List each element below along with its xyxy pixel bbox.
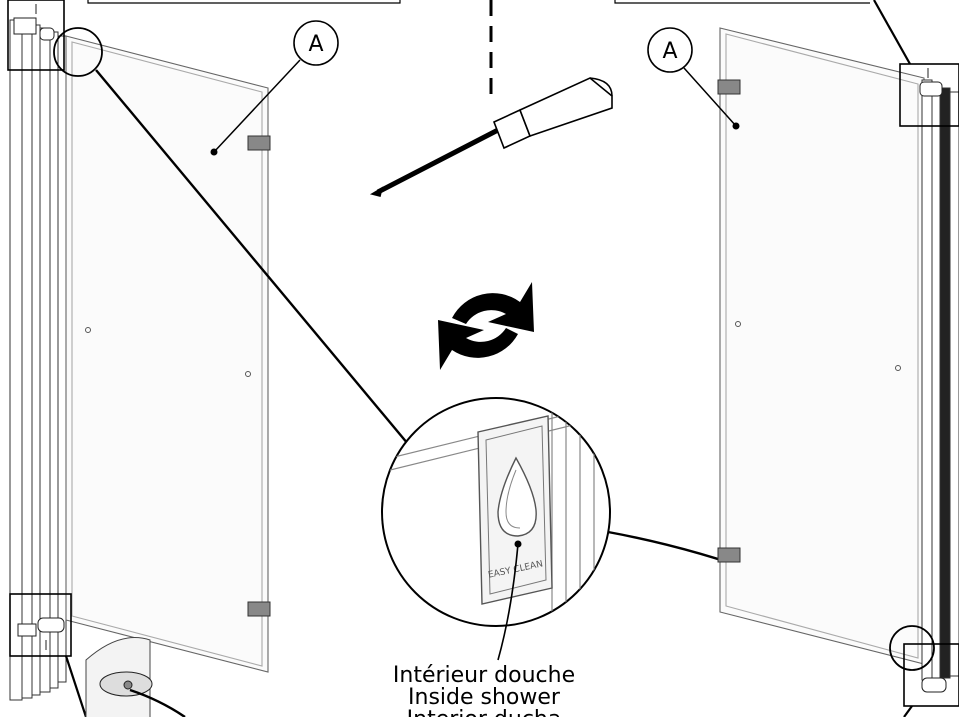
screwdriver-icon [369, 77, 613, 197]
right-wall-profile [921, 79, 959, 681]
left-corner-circle [53, 27, 103, 77]
left-screw-hole [85, 327, 91, 333]
left-panel-label: A [210, 20, 339, 156]
caption-fr: Intérieur douche [393, 663, 575, 688]
right-upper-clip [717, 79, 741, 95]
left-lower-clip [247, 601, 271, 617]
left-screw-hole [245, 371, 251, 377]
easy-clean-badge: EASY CLEAN [477, 415, 553, 605]
right-top-detail-box [899, 63, 959, 127]
svg-text:A: A [308, 32, 323, 57]
left-bottom-bracket [17, 617, 65, 650]
left-wall-profile [9, 19, 67, 701]
bottom-foot-detail [85, 637, 153, 717]
water-drop-icon [497, 456, 537, 537]
magnified-detail: EASY CLEAN [381, 397, 901, 661]
left-top-bracket [13, 4, 55, 41]
right-screw-hole [895, 365, 901, 371]
left-glass-panel [65, 35, 269, 673]
svg-text:A: A [662, 39, 677, 64]
right-bottom-leader [903, 705, 913, 717]
right-bottom-bracket [921, 677, 947, 693]
left-bottom-arrow [129, 688, 186, 717]
left-to-magnifier-line [95, 69, 409, 445]
right-screw-hole [735, 321, 741, 327]
right-bottom-detail-box [903, 643, 959, 707]
right-panel-label: A [647, 27, 740, 130]
location-caption: Intérieur douche Inside shower Interior … [393, 663, 575, 717]
left-panel-assembly: A [7, 0, 409, 717]
right-lower-clip [717, 547, 741, 563]
right-top-bracket [919, 68, 943, 97]
right-panel-assembly: A [647, 0, 959, 717]
right-top-leader [873, 0, 911, 65]
right-glass-panel [719, 27, 925, 665]
left-leader-line [64, 655, 88, 717]
left-bottom-detail-box [9, 593, 72, 657]
left-upper-clip [247, 135, 271, 151]
caption-es: Interior ducha [407, 707, 562, 717]
right-corner-circle [889, 625, 935, 671]
rotate-arrows-icon [438, 282, 534, 370]
top-cropped-frames [87, 0, 870, 4]
left-top-detail-box [7, 0, 65, 71]
caption-en: Inside shower [408, 685, 561, 710]
